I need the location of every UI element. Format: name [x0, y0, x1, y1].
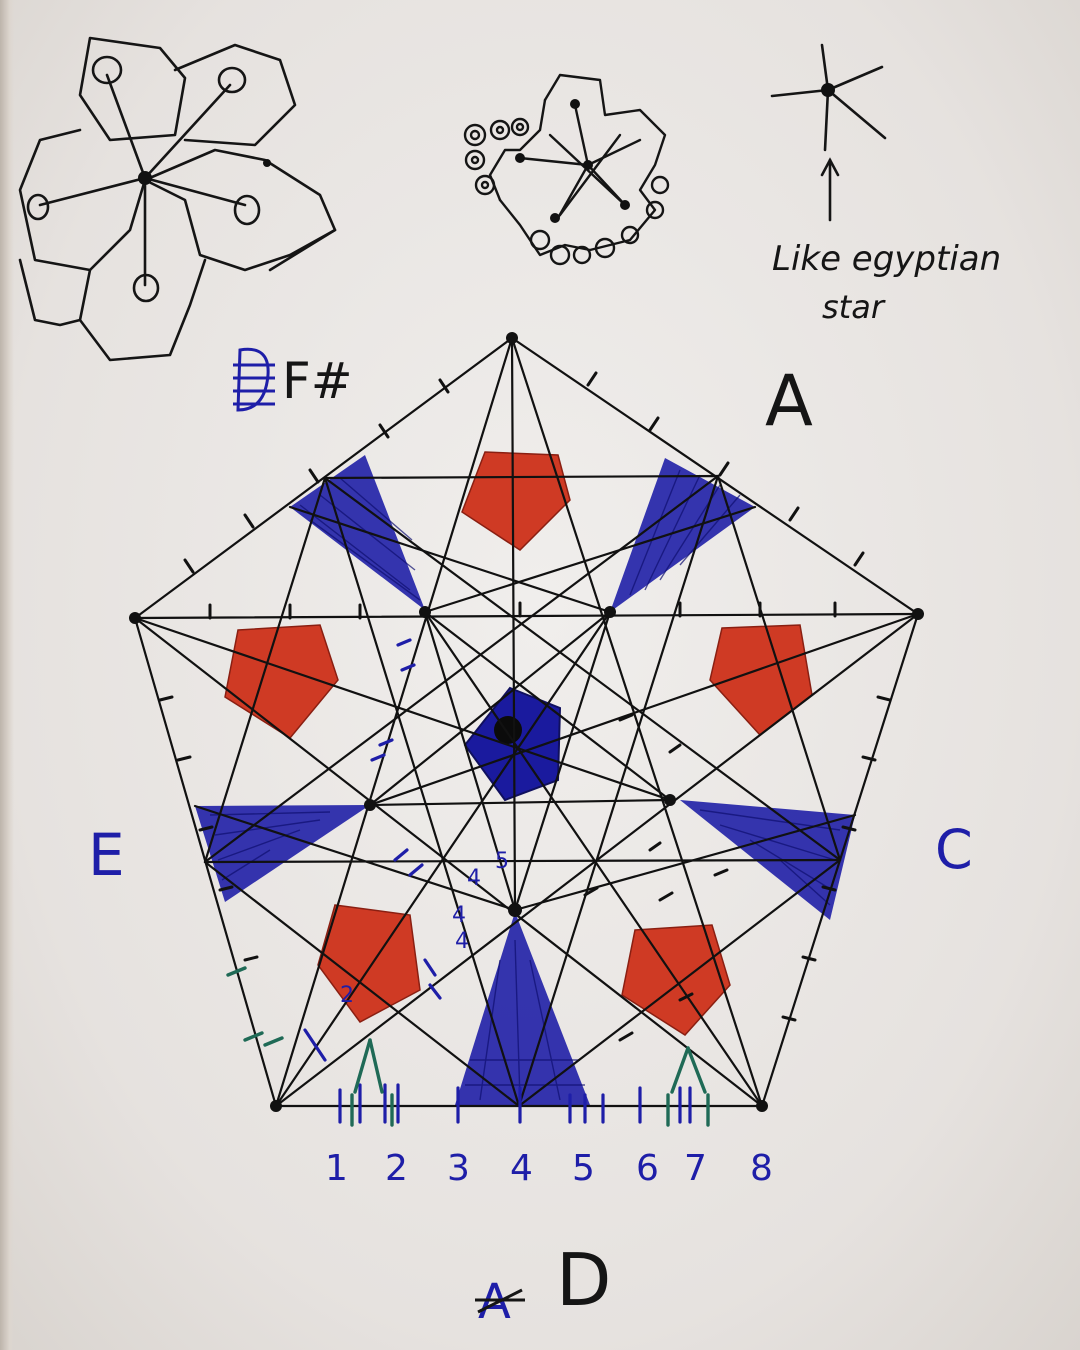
star-sketch: [770, 43, 887, 152]
scale-number-4: 4: [510, 1148, 533, 1189]
inner-numbers: 5 4 4 4 2: [340, 849, 509, 1008]
inner-number-5: 5: [495, 849, 509, 874]
page-binding: [0, 0, 14, 1350]
small-dot: [263, 159, 271, 167]
label-f-sharp: F#: [282, 352, 353, 410]
note-line-2: star: [822, 288, 886, 326]
label-c: C: [935, 818, 973, 881]
up-arrow-icon: [820, 157, 840, 222]
star-center-dot: [821, 83, 835, 97]
label-a-struck: A: [478, 1274, 511, 1330]
label-d: D: [556, 1238, 611, 1322]
note-line-1: Like egyptian: [772, 239, 1001, 279]
blue-hatching: [209, 469, 841, 1101]
label-e: E: [88, 821, 125, 889]
cluster-doodle: [463, 73, 670, 266]
blue-triangle-upper-left: [290, 455, 425, 610]
label-a: A: [765, 360, 813, 442]
scale-number-6: 6: [636, 1148, 659, 1189]
blue-triangle-upper-right: [610, 458, 755, 612]
strike-through-icon: [475, 1288, 525, 1314]
blue-triangle-bottom: [455, 912, 590, 1105]
inner-number-4c: 4: [455, 929, 469, 954]
vertex-dots: [129, 332, 924, 1112]
scale-number-2: 2: [385, 1148, 408, 1189]
tick-marks: [158, 371, 892, 1042]
inner-number-2: 2: [340, 983, 354, 1008]
scale-numbers: 1 2 3 4 5 6 7 8: [325, 1148, 773, 1189]
scale-number-8: 8: [750, 1148, 773, 1189]
green-tick-marks: [226, 966, 710, 1127]
center-blue-pentagon: [463, 686, 562, 802]
hub-dot: [138, 171, 152, 185]
cluster-dots: [515, 99, 630, 223]
scale-number-1: 1: [325, 1148, 348, 1189]
scale-number-5: 5: [572, 1148, 595, 1189]
scale-number-7: 7: [684, 1148, 707, 1189]
scale-number-3: 3: [447, 1148, 470, 1189]
hex-cell-doodle: [18, 36, 337, 362]
inner-number-4a: 4: [467, 866, 481, 891]
struck-scribble-icon: [233, 347, 275, 412]
inner-number-4b: 4: [452, 903, 466, 928]
blue-triangle-left: [195, 805, 370, 902]
blue-tick-marks: [303, 638, 692, 1124]
